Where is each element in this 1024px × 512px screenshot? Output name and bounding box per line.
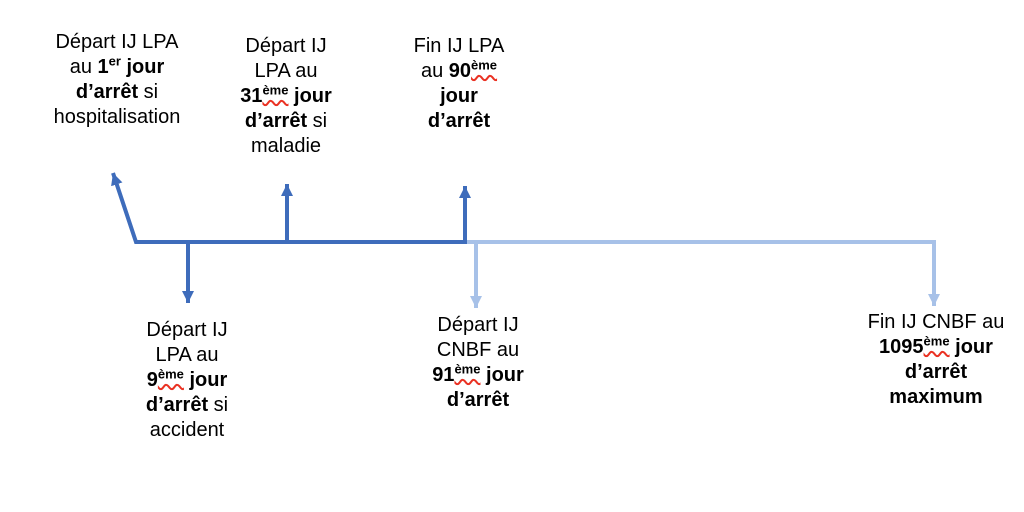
- label-line: Fin IJ CNBF au: [868, 310, 1005, 335]
- label-line: Fin IJ LPA: [414, 34, 505, 59]
- superscript-text: er: [108, 53, 121, 69]
- label-text: d’arrêt: [145, 394, 209, 416]
- label-line: d’arrêt si: [54, 80, 181, 105]
- label-line: Départ IJ: [432, 313, 524, 338]
- label-text: si: [138, 81, 159, 103]
- superscript-text: ème: [923, 333, 950, 349]
- label-text: CNBF au: [436, 339, 520, 361]
- label-line: Départ IJ: [146, 318, 228, 343]
- label-text: d’arrêt: [904, 361, 968, 383]
- label-text: Départ IJ LPA: [55, 31, 179, 53]
- label-line: LPA au: [240, 59, 332, 84]
- label-text: accident: [149, 419, 225, 441]
- timeline-line-cnbf-elbow-arrow: [466, 240, 940, 306]
- label-text: maladie: [250, 135, 322, 157]
- superscript-text: ème: [454, 361, 481, 377]
- label-line: maximum: [868, 385, 1005, 410]
- label-text: 90: [448, 60, 472, 82]
- label-line: d’arrêt si: [240, 109, 332, 134]
- label-text: Fin IJ LPA: [413, 35, 505, 57]
- label-text: 1095: [879, 336, 924, 358]
- label-text: hospitalisation: [53, 106, 181, 128]
- label-text: jour: [949, 336, 993, 358]
- label-text: jour: [120, 56, 165, 78]
- label-text: jour: [440, 85, 478, 107]
- label-line: au 90ème: [414, 57, 505, 84]
- label-text: au: [420, 60, 449, 82]
- label-text: si: [208, 394, 229, 416]
- superscript-text: ème: [471, 57, 498, 73]
- label-text: d’arrêt: [75, 81, 139, 103]
- label-text: LPA au: [254, 60, 318, 82]
- label-text: 31: [240, 85, 263, 107]
- label-line: 1095ème jour: [868, 333, 1005, 360]
- label-line: CNBF au: [432, 338, 524, 363]
- label-line: Départ IJ: [240, 34, 332, 59]
- label-line: d’arrêt si: [146, 393, 228, 418]
- superscript-text: ème: [157, 366, 184, 382]
- label-text: d’arrêt: [427, 110, 491, 132]
- label-line: d’arrêt: [414, 109, 505, 134]
- label-text: d’arrêt: [446, 389, 510, 411]
- label-text: 91: [432, 364, 455, 386]
- label-line: d’arrêt: [868, 360, 1005, 385]
- label-line: 31ème jour: [240, 82, 332, 109]
- timeline-line-lpa-with-hospitalisation-arrow: [111, 172, 467, 244]
- label-line: maladie: [240, 134, 332, 159]
- label-line: Départ IJ LPA: [54, 30, 181, 55]
- label-text: LPA au: [155, 344, 219, 366]
- label-line: au 1er jour: [54, 53, 181, 80]
- label-line: accident: [146, 418, 228, 443]
- label-text: maximum: [889, 386, 983, 408]
- label-text: Départ IJ: [245, 35, 327, 57]
- label-text: Fin IJ CNBF au: [867, 311, 1005, 333]
- label-text: jour: [183, 369, 228, 391]
- label-text: Départ IJ: [437, 314, 519, 336]
- label-text: jour: [288, 85, 332, 107]
- label-text: d’arrêt: [244, 110, 308, 132]
- label-line: 9ème jour: [146, 366, 228, 393]
- label-line: hospitalisation: [54, 105, 181, 130]
- label-text: au: [69, 56, 98, 78]
- label-text: 1: [97, 56, 109, 78]
- label-text: jour: [480, 364, 524, 386]
- label-text: 9: [146, 369, 158, 391]
- label-text: si: [307, 110, 328, 132]
- label-line: d’arrêt: [432, 388, 524, 413]
- superscript-text: ème: [262, 82, 289, 98]
- label-text: Départ IJ: [146, 319, 228, 341]
- label-line: 91ème jour: [432, 361, 524, 388]
- label-line: LPA au: [146, 343, 228, 368]
- label-line: jour: [414, 84, 505, 109]
